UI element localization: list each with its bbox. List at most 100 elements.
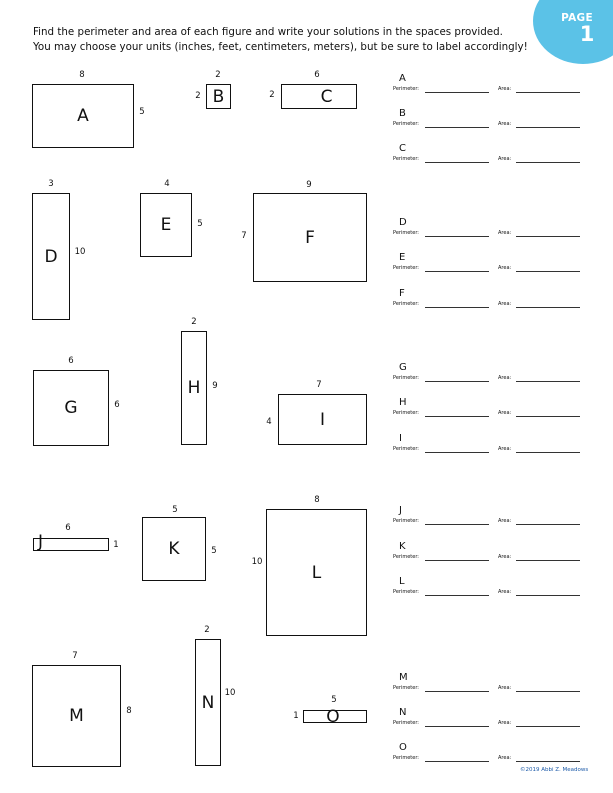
perimeter-answer-line[interactable] — [425, 416, 489, 417]
answer-letter: H — [399, 397, 407, 408]
figure-n-rectangle: N — [195, 639, 221, 766]
perimeter-label: Perimeter: — [393, 554, 419, 560]
answer-letter: G — [399, 362, 407, 373]
area-answer-line[interactable] — [516, 127, 580, 128]
area-label: Area: — [498, 375, 512, 381]
figure-d-letter: D — [44, 246, 58, 267]
answer-letter: I — [399, 433, 402, 444]
figure-o-rectangle: O — [303, 707, 367, 727]
figure-f-height-label: 7 — [241, 231, 247, 241]
figure-o-height-label: 1 — [293, 711, 299, 721]
figure-d-width-label: 3 — [48, 179, 54, 189]
area-answer-line[interactable] — [516, 761, 580, 762]
instructions-line-2: You may choose your units (inches, feet,… — [33, 41, 528, 53]
figure-h-width-label: 2 — [191, 317, 197, 327]
figure-o-letter: O — [326, 706, 340, 727]
perimeter-answer-line[interactable] — [425, 307, 489, 308]
figure-i-height-label: 4 — [266, 417, 272, 427]
answer-letter: D — [399, 217, 407, 228]
perimeter-answer-line[interactable] — [425, 236, 489, 237]
answer-letter: M — [399, 672, 408, 683]
perimeter-answer-line[interactable] — [425, 162, 489, 163]
figure-b-height-label: 2 — [195, 91, 201, 101]
figure-a-width-label: 8 — [79, 70, 85, 80]
page-badge-word: PAGE — [561, 12, 593, 24]
perimeter-label: Perimeter: — [393, 301, 419, 307]
figure-a-height-label: 5 — [139, 107, 145, 117]
area-answer-line[interactable] — [516, 381, 580, 382]
area-answer-line[interactable] — [516, 236, 580, 237]
area-answer-line[interactable] — [516, 271, 580, 272]
perimeter-answer-line[interactable] — [425, 524, 489, 525]
figure-g-rectangle: G — [33, 370, 109, 446]
answer-letter: F — [399, 288, 405, 299]
perimeter-label: Perimeter: — [393, 86, 419, 92]
area-label: Area: — [498, 156, 512, 162]
figure-f-width-label: 9 — [306, 180, 312, 190]
page-badge-number: 1 — [579, 22, 595, 46]
perimeter-label: Perimeter: — [393, 375, 419, 381]
perimeter-answer-line[interactable] — [425, 726, 489, 727]
figure-k-letter: K — [168, 539, 180, 559]
figure-b-width-label: 2 — [215, 70, 221, 80]
perimeter-label: Perimeter: — [393, 589, 419, 595]
area-label: Area: — [498, 410, 512, 416]
figure-l-rectangle: L — [266, 509, 367, 636]
perimeter-label: Perimeter: — [393, 230, 419, 236]
figure-c-width-label: 6 — [314, 70, 320, 80]
figure-d-rectangle: D — [32, 193, 70, 320]
perimeter-answer-line[interactable] — [425, 381, 489, 382]
area-answer-line[interactable] — [516, 595, 580, 596]
figure-e-letter: E — [160, 215, 172, 235]
answer-letter: B — [399, 108, 406, 119]
figure-l-letter: L — [311, 562, 322, 583]
figure-n-height-label: 10 — [224, 688, 236, 698]
figure-k-rectangle: K — [142, 517, 206, 581]
answer-letter: A — [399, 73, 406, 84]
answer-letter: J — [399, 505, 402, 516]
area-answer-line[interactable] — [516, 524, 580, 525]
perimeter-label: Perimeter: — [393, 265, 419, 271]
figure-g-letter: G — [64, 398, 78, 418]
perimeter-answer-line[interactable] — [425, 595, 489, 596]
figure-i-letter: I — [319, 409, 325, 430]
figure-m-width-label: 7 — [72, 651, 78, 661]
figure-g-height-label: 6 — [114, 400, 120, 410]
area-answer-line[interactable] — [516, 162, 580, 163]
figure-e-height-label: 5 — [197, 219, 203, 229]
area-label: Area: — [498, 265, 512, 271]
figure-a-rectangle: A — [32, 84, 134, 148]
perimeter-answer-line[interactable] — [425, 452, 489, 453]
figure-j-width-label: 6 — [65, 523, 71, 533]
perimeter-answer-line[interactable] — [425, 761, 489, 762]
perimeter-answer-line[interactable] — [425, 127, 489, 128]
area-answer-line[interactable] — [516, 560, 580, 561]
figure-m-letter: M — [69, 706, 84, 726]
perimeter-answer-line[interactable] — [425, 691, 489, 692]
area-answer-line[interactable] — [516, 92, 580, 93]
figure-l-width-label: 8 — [314, 495, 320, 505]
area-answer-line[interactable] — [516, 691, 580, 692]
figure-h-height-label: 9 — [212, 381, 218, 391]
perimeter-answer-line[interactable] — [425, 271, 489, 272]
figure-f-rectangle: F — [253, 193, 367, 282]
copyright-footer: ©2019 Abbi Z. Meadows — [520, 767, 589, 773]
perimeter-answer-line[interactable] — [425, 560, 489, 561]
figure-o-width-label: 5 — [331, 695, 337, 705]
area-answer-line[interactable] — [516, 452, 580, 453]
figure-c-letter: C — [320, 86, 333, 107]
figure-g-width-label: 6 — [68, 356, 74, 366]
area-answer-line[interactable] — [516, 726, 580, 727]
perimeter-answer-line[interactable] — [425, 92, 489, 93]
answer-letter: E — [399, 252, 406, 263]
answer-letter: K — [399, 541, 406, 552]
area-label: Area: — [498, 86, 512, 92]
area-answer-line[interactable] — [516, 307, 580, 308]
instructions-line-1: Find the perimeter and area of each figu… — [33, 26, 503, 38]
figure-m-height-label: 8 — [126, 706, 132, 716]
area-answer-line[interactable] — [516, 416, 580, 417]
area-label: Area: — [498, 589, 512, 595]
answer-letter: L — [399, 576, 405, 587]
perimeter-label: Perimeter: — [393, 518, 419, 524]
perimeter-label: Perimeter: — [393, 755, 419, 761]
